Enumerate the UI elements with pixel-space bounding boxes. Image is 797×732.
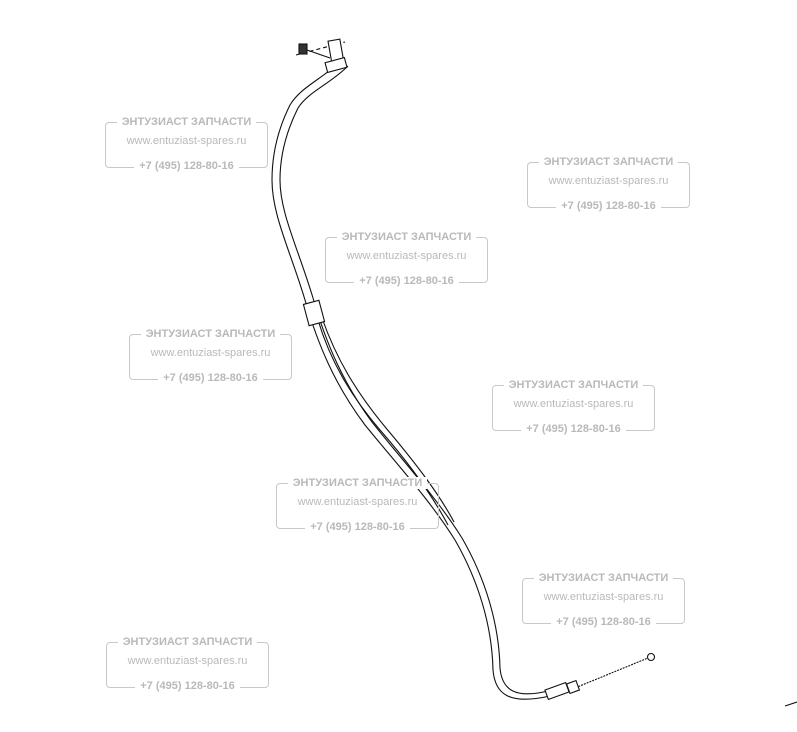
watermark: ЭНТУЗИАСТ ЗАПЧАСТИ www.entuziast-spares.… bbox=[522, 572, 685, 628]
watermark-phone: +7 (495) 128-80-16 bbox=[135, 680, 240, 692]
inner-wire bbox=[569, 657, 649, 691]
watermark-url: www.entuziast-spares.ru bbox=[543, 591, 664, 603]
inner-cable-line-2 bbox=[321, 317, 455, 523]
watermark: ЭНТУЗИАСТ ЗАПЧАСТИ www.entuziast-spares.… bbox=[105, 116, 268, 172]
watermark-phone: +7 (495) 128-80-16 bbox=[556, 200, 661, 212]
watermark-url: www.entuziast-spares.ru bbox=[127, 655, 248, 667]
inner-cable-line bbox=[317, 319, 449, 526]
watermark-title: ЭНТУЗИАСТ ЗАПЧАСТИ bbox=[287, 477, 428, 489]
watermark-title: ЭНТУЗИАСТ ЗАПЧАСТИ bbox=[140, 328, 281, 340]
watermark-phone: +7 (495) 128-80-16 bbox=[305, 521, 410, 533]
watermark-phone: +7 (495) 128-80-16 bbox=[354, 275, 459, 287]
watermark: ЭНТУЗИАСТ ЗАПЧАСТИ www.entuziast-spares.… bbox=[325, 231, 488, 287]
watermark-url: www.entuziast-spares.ru bbox=[297, 496, 418, 508]
watermark-phone: +7 (495) 128-80-16 bbox=[551, 616, 656, 628]
top-bolt bbox=[298, 43, 308, 55]
watermark: ЭНТУЗИАСТ ЗАПЧАСТИ www.entuziast-spares.… bbox=[492, 379, 655, 435]
watermark-url: www.entuziast-spares.ru bbox=[548, 175, 669, 187]
end-fitting bbox=[544, 681, 570, 701]
watermark-phone: +7 (495) 128-80-16 bbox=[521, 423, 626, 435]
watermark-url: www.entuziast-spares.ru bbox=[513, 398, 634, 410]
watermark-title: ЭНТУЗИАСТ ЗАПЧАСТИ bbox=[538, 156, 679, 168]
cable-outer-line-right bbox=[279, 65, 553, 695]
watermark-url: www.entuziast-spares.ru bbox=[346, 250, 467, 262]
top-fitting bbox=[324, 56, 348, 74]
watermark-title: ЭНТУЗИАСТ ЗАПЧАСТИ bbox=[116, 116, 257, 128]
wire-end-eye bbox=[646, 652, 656, 662]
top-rod bbox=[306, 49, 331, 59]
watermark-title: ЭНТУЗИАСТ ЗАПЧАСТИ bbox=[533, 572, 674, 584]
watermark-title: ЭНТУЗИАСТ ЗАПЧАСТИ bbox=[117, 636, 258, 648]
cable-outer-line-left bbox=[271, 61, 551, 700]
watermark-phone: +7 (495) 128-80-16 bbox=[134, 160, 239, 172]
mid-clip bbox=[302, 299, 326, 327]
corner-mark bbox=[784, 701, 797, 707]
watermark-url: www.entuziast-spares.ru bbox=[126, 135, 247, 147]
watermark-url: www.entuziast-spares.ru bbox=[150, 347, 271, 359]
watermark: ЭНТУЗИАСТ ЗАПЧАСТИ www.entuziast-spares.… bbox=[527, 156, 690, 212]
watermark-phone: +7 (495) 128-80-16 bbox=[158, 372, 263, 384]
watermark-title: ЭНТУЗИАСТ ЗАПЧАСТИ bbox=[336, 231, 477, 243]
watermark-title: ЭНТУЗИАСТ ЗАПЧАСТИ bbox=[503, 379, 644, 391]
end-nut bbox=[565, 679, 581, 695]
watermark: ЭНТУЗИАСТ ЗАПЧАСТИ www.entuziast-spares.… bbox=[129, 328, 292, 384]
watermark: ЭНТУЗИАСТ ЗАПЧАСТИ www.entuziast-spares.… bbox=[276, 477, 439, 533]
watermark: ЭНТУЗИАСТ ЗАПЧАСТИ www.entuziast-spares.… bbox=[106, 636, 269, 692]
